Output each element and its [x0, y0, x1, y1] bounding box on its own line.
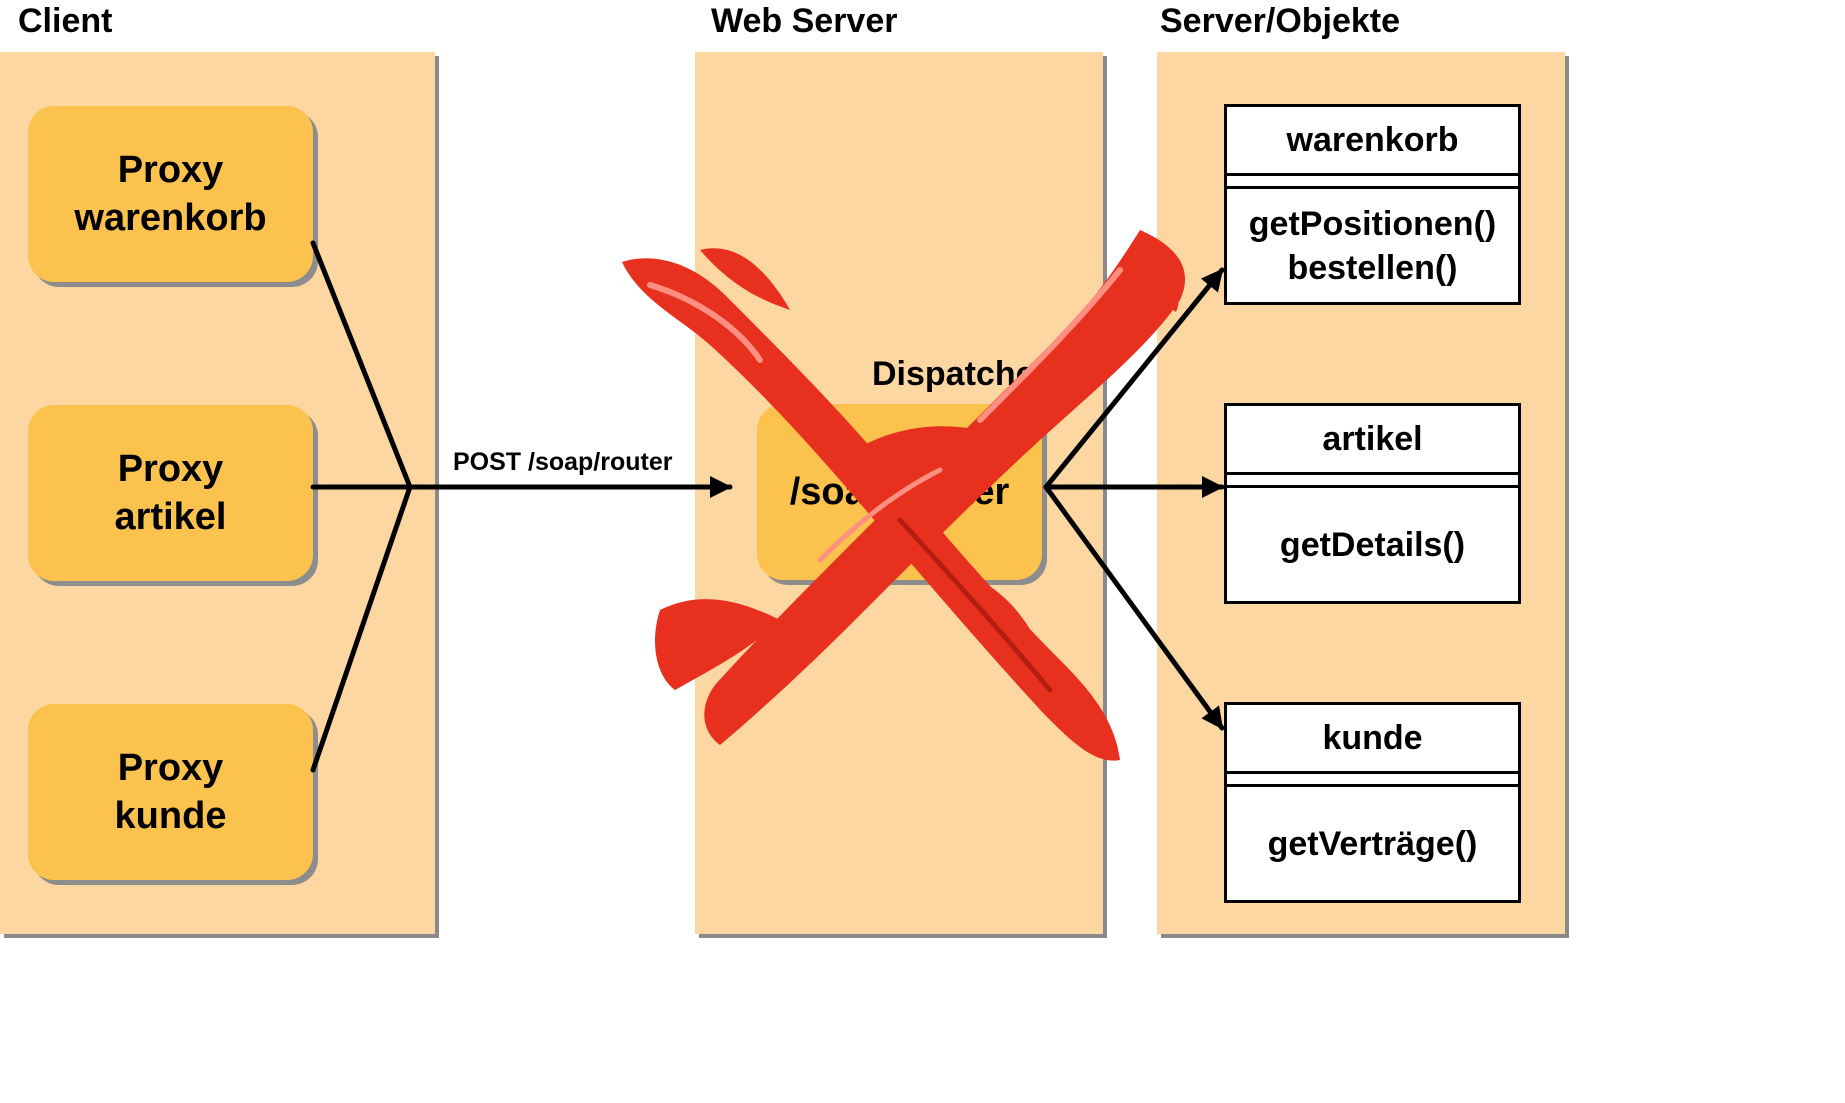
- proxy-artikel: Proxy artikel: [28, 405, 313, 581]
- dispatch-arrow-warenkorb: [1043, 267, 1225, 490]
- request-label: POST /soap/router: [453, 448, 673, 476]
- connector-warenkorb: [310, 240, 413, 490]
- class-name: artikel: [1322, 419, 1423, 458]
- class-divider: [1227, 472, 1518, 475]
- class-operations: getDetails(): [1227, 488, 1518, 601]
- proxy-label-line2: kunde: [114, 795, 227, 837]
- proxy-kunde: Proxy kunde: [28, 704, 313, 880]
- class-name: warenkorb: [1286, 120, 1459, 159]
- proxy-warenkorb: Proxy warenkorb: [28, 106, 313, 282]
- proxy-label-line2: artikel: [114, 496, 227, 538]
- red-cross-icon: [622, 230, 1186, 761]
- class-box-warenkorb: warenkorb getPositionen() bestellen(): [1224, 104, 1521, 305]
- class-divider: [1227, 186, 1518, 189]
- column-title-server-objects: Server/Objekte: [1160, 2, 1401, 40]
- class-operation: getDetails(): [1279, 525, 1466, 564]
- class-divider: [1227, 771, 1518, 774]
- column-title-web-server: Web Server: [711, 2, 898, 40]
- connector-kunde: [310, 484, 413, 773]
- dispatch-arrow-kunde: [1043, 484, 1225, 731]
- class-operation: getVerträge(): [1267, 824, 1478, 863]
- proxy-label-line1: Proxy: [117, 448, 224, 490]
- class-box-kunde: kunde getVerträge(): [1224, 702, 1521, 903]
- proxy-label-line1: Proxy: [117, 747, 224, 789]
- class-name: kunde: [1322, 718, 1423, 757]
- class-operations: getPositionen() bestellen(): [1227, 189, 1518, 302]
- class-operation: getPositionen(): [1248, 204, 1497, 243]
- class-operation: bestellen(): [1287, 248, 1458, 287]
- class-divider: [1227, 784, 1518, 787]
- proxy-label-line1: Proxy: [117, 149, 224, 191]
- class-box-artikel: artikel getDetails(): [1224, 403, 1521, 604]
- class-operations: getVerträge(): [1227, 787, 1518, 900]
- proxy-label-line2: warenkorb: [74, 197, 267, 239]
- class-divider: [1227, 485, 1518, 488]
- diagram-overlay: [310, 230, 1225, 773]
- column-title-client: Client: [18, 2, 113, 40]
- class-divider: [1227, 173, 1518, 176]
